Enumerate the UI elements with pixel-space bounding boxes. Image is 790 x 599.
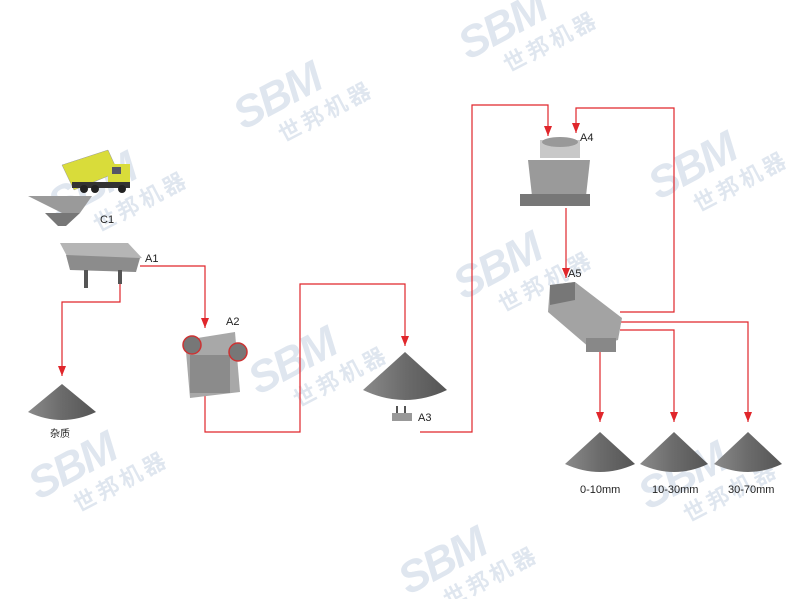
label-a4: A4 [580,132,594,144]
label-0-10mm: 0-10mm [580,484,621,496]
vibrating-screen-icon [548,282,622,352]
impurity-pile [28,384,96,420]
pile-30-70 [714,432,782,472]
flow-to-10-30 [620,329,678,422]
flow-to-30-70 [620,321,752,422]
flow-a3-to-a4 [420,104,552,433]
label-10-30mm: 10-30mm [652,484,699,496]
flow-a5-return-to-a4 [572,107,675,313]
vibrating-feeder-icon [60,243,142,288]
label-a3: A3 [418,412,432,424]
label-a1: A1 [145,253,159,265]
flow-a2-to-a3 [204,283,409,433]
dump-truck-icon [61,149,130,193]
cone-crusher-icon [520,137,590,206]
hopper-icon [28,196,92,226]
flow-a1-to-impurity [58,278,121,376]
flow-lines [58,104,752,433]
label-30-70mm: 30-70mm [728,484,775,496]
flow-a1-to-a2 [140,265,209,328]
material-piles [28,352,782,472]
pile-0-10 [565,432,635,472]
label-c1: C1 [100,214,115,226]
label-a5: A5 [568,268,582,280]
small-feeder-icon [392,406,412,421]
jaw-crusher-icon [182,332,248,398]
label-a2: A2 [226,316,240,328]
pile-10-30 [640,432,708,472]
intermediate-pile [363,352,447,400]
label-impurity: 杂质 [50,429,70,440]
